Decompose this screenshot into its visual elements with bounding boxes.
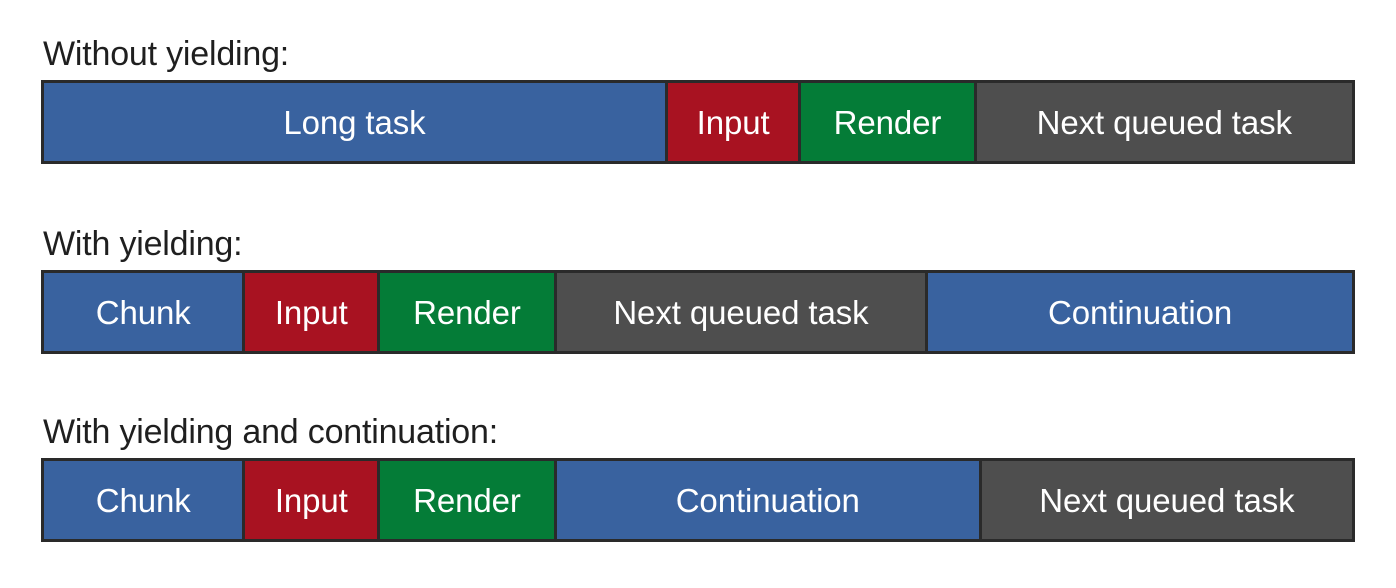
timeline-segment-next-queued-task: Next queued task [556, 273, 929, 351]
timeline-segment-render: Render [380, 273, 557, 351]
timeline-with-yielding: Chunk Input Render Next queued task Cont… [41, 270, 1355, 354]
timeline-segment-next-queued-task: Next queued task [981, 461, 1352, 539]
timeline-segment-render: Render [801, 83, 977, 161]
scenario-label: Without yielding: [43, 35, 290, 73]
timeline-segment-input: Input [245, 461, 381, 539]
timeline-segment-chunk: Chunk [44, 273, 246, 351]
timeline-segment-continuation: Continuation [928, 273, 1352, 351]
timeline-with-yielding-and-continuation: Chunk Input Render Continuation Next que… [41, 458, 1355, 542]
scenario-without-yielding: Without yielding: Long task Input Render… [41, 34, 1355, 164]
scenario-with-yielding-and-continuation: With yielding and continuation: Chunk In… [41, 412, 1355, 542]
timeline-segment-input: Input [245, 273, 381, 351]
timeline-without-yielding: Long task Input Render Next queued task [41, 80, 1355, 164]
timeline-segment-long-task: Long task [44, 83, 668, 161]
timeline-segment-next-queued-task: Next queued task [976, 83, 1352, 161]
timeline-segment-continuation: Continuation [556, 461, 982, 539]
timeline-segment-chunk: Chunk [44, 461, 246, 539]
timeline-segment-render: Render [380, 461, 557, 539]
timeline-segment-input: Input [667, 83, 802, 161]
scenario-with-yielding: With yielding: Chunk Input Render Next q… [41, 224, 1355, 354]
scenario-label: With yielding: [43, 225, 243, 263]
scenario-label: With yielding and continuation: [43, 413, 498, 451]
